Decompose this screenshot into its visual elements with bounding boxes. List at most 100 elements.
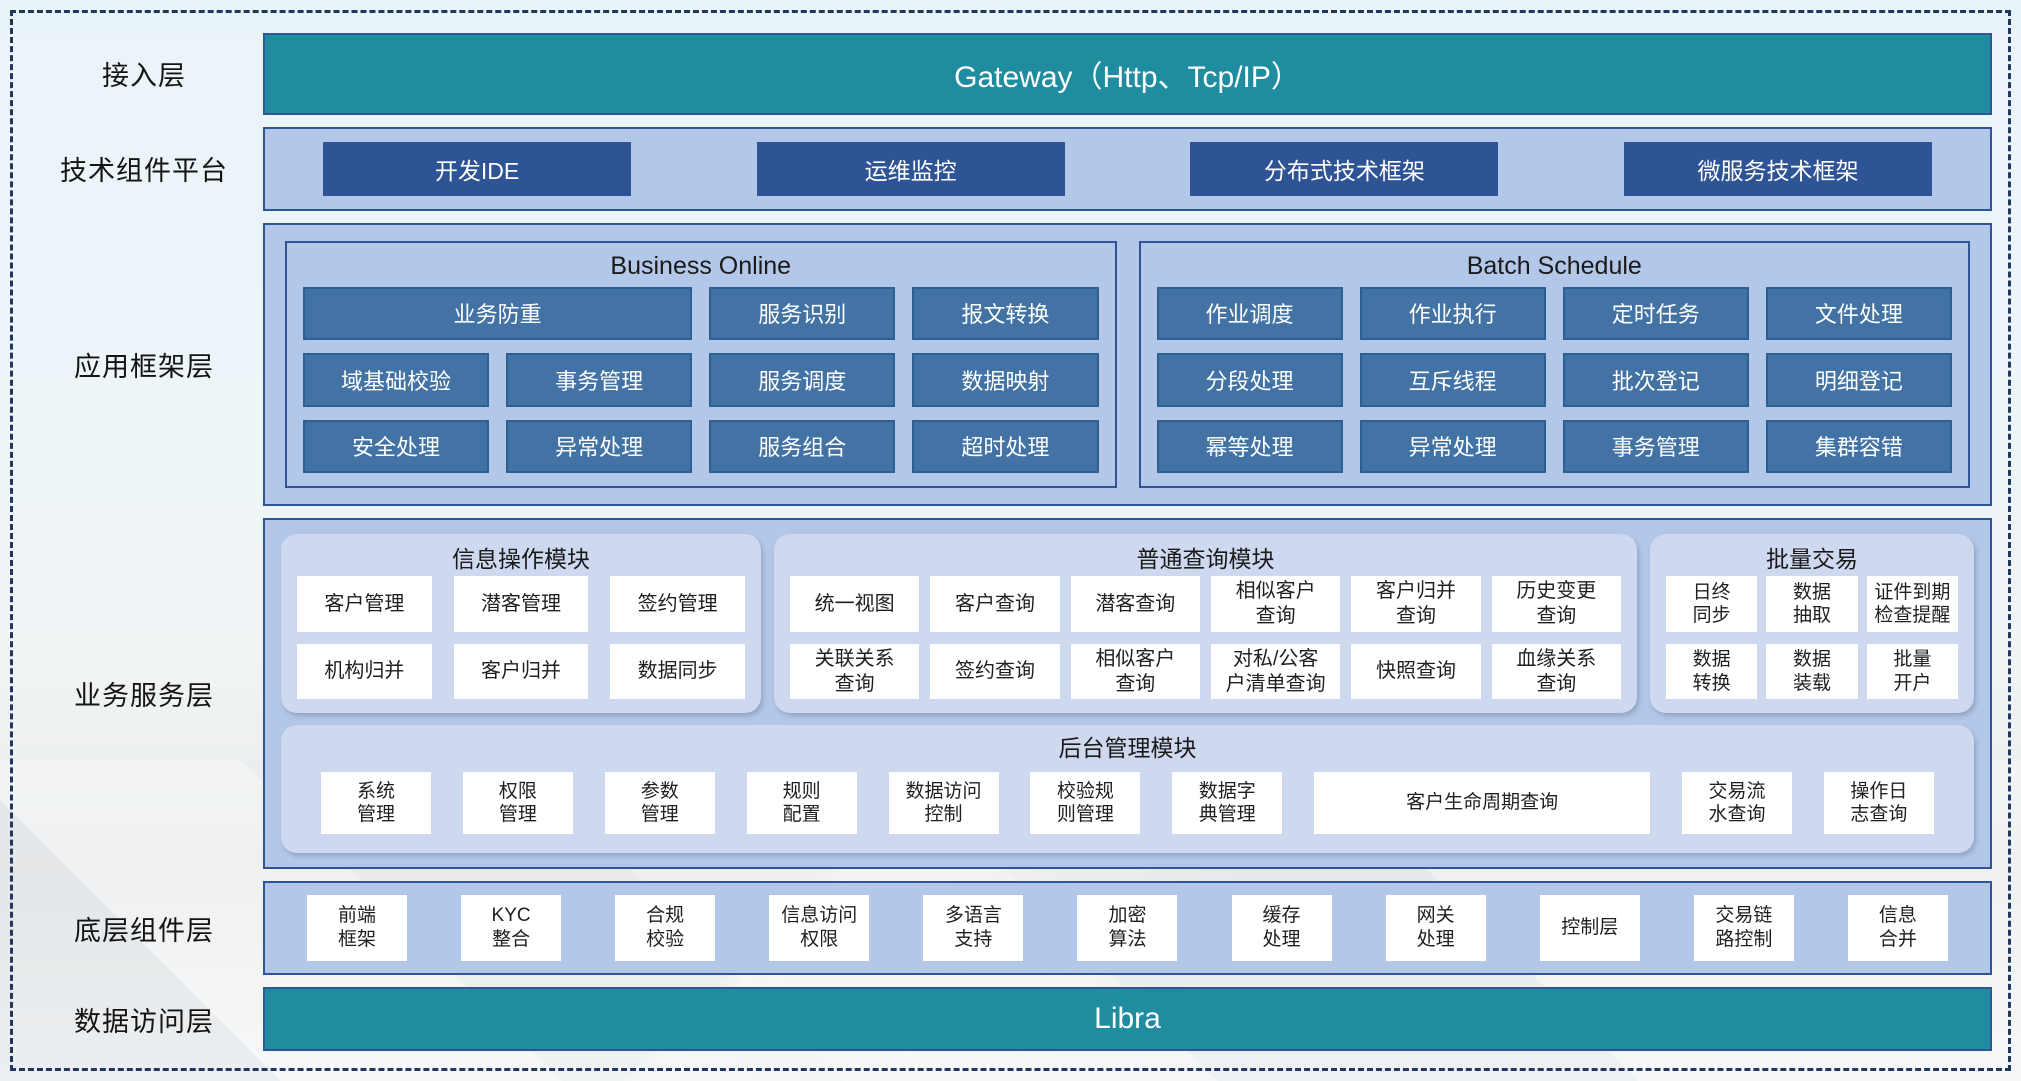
admin-box: 校验规 则管理	[1030, 772, 1141, 835]
admin-box: 规则 配置	[746, 772, 857, 835]
framework-box: 事务管理	[506, 353, 693, 407]
service-box: 潜客查询	[1070, 576, 1200, 632]
component-box: 缓存 处理	[1231, 895, 1332, 962]
layer-base-components: 底层组件层 前端 框架 KYC 整合 合规 校验 信息访问 权限 多语言 支持 …	[25, 881, 1992, 976]
framework-box: 作业调度	[1156, 286, 1343, 341]
panel-admin-module: 后台管理模块 系统 管理 权限 管理 参数 管理 规则 配置 数据访问 控制 校…	[281, 725, 1974, 854]
panel-batch-transactions: 批量交易 日终 同步 数据 抽取 证件到期 检查提醒 数据 转换 数据 装载 批…	[1650, 534, 1974, 714]
service-box: 客户查询	[930, 576, 1060, 632]
framework-box: 异常处理	[506, 419, 693, 474]
layer-label-business-service: 业务服务层	[74, 681, 214, 712]
service-box: 关联关系 查询	[790, 643, 920, 700]
panel-batch-transactions-title: 批量交易	[1766, 546, 1858, 573]
batch-schedule-grid: 作业调度 作业执行 定时任务 文件处理 分段处理 互斥线程 批次登记 明细登记 …	[1156, 286, 1952, 474]
service-box: 相似客户 查询	[1210, 576, 1341, 632]
service-box: 对私/公客 户清单查询	[1210, 643, 1341, 700]
business-service-top-row: 信息操作模块 客户管理 潜客管理 签约管理 机构归并 客户归并 数据同步	[281, 534, 1974, 714]
layer-label-data-access: 数据访问层	[74, 1006, 214, 1037]
framework-box: 业务防重	[303, 286, 693, 341]
tech-button-ops-monitoring: 运维监控	[756, 141, 1065, 196]
service-box: 签约查询	[930, 643, 1060, 700]
tech-button-microservice-framework: 微服务技术框架	[1623, 141, 1932, 196]
service-box: 数据 抽取	[1766, 576, 1858, 632]
service-box: 历史变更 查询	[1491, 576, 1621, 632]
layer-label-tech-platform: 技术组件平台	[60, 156, 228, 187]
panel-info-operations-title: 信息操作模块	[452, 546, 590, 573]
layer-app-framework: 应用框架层 Business Online 业务防重 服务识别 报文转换 域基础…	[25, 222, 1992, 507]
component-box: 信息 合并	[1847, 895, 1948, 962]
framework-box: 报文转换	[912, 286, 1099, 341]
service-box: 客户管理	[297, 576, 432, 632]
framework-box: 服务组合	[709, 419, 896, 474]
gateway-bar: Gateway（Http、Tcp/IP）	[263, 33, 1992, 115]
info-operations-grid: 客户管理 潜客管理 签约管理 机构归并 客户归并 数据同步	[297, 576, 745, 700]
component-box: KYC 整合	[461, 895, 562, 962]
component-box: 多语言 支持	[923, 895, 1024, 962]
service-box: 数据同步	[610, 643, 745, 700]
panel-batch-schedule-title: Batch Schedule	[1466, 252, 1642, 281]
service-box: 快照查询	[1351, 643, 1481, 700]
panel-info-operations: 信息操作模块 客户管理 潜客管理 签约管理 机构归并 客户归并 数据同步	[281, 534, 761, 714]
admin-box: 系统 管理	[321, 772, 431, 835]
service-box: 数据 装载	[1766, 643, 1858, 700]
framework-box: 异常处理	[1359, 419, 1546, 474]
framework-box: 数据映射	[912, 353, 1099, 407]
framework-box: 事务管理	[1562, 419, 1749, 474]
component-box: 合规 校验	[615, 895, 716, 962]
framework-box: 批次登记	[1562, 353, 1749, 407]
layer-business-service: 业务服务层 信息操作模块 客户管理 潜客管理 签约管理 机构归并	[25, 518, 1992, 870]
framework-box: 集群容错	[1765, 419, 1952, 474]
tech-platform-container: 开发IDE 运维监控 分布式技术框架 微服务技术框架	[263, 126, 1992, 211]
layer-tech-platform: 技术组件平台 开发IDE 运维监控 分布式技术框架 微服务技术框架	[25, 126, 1992, 211]
app-framework-container: Business Online 业务防重 服务识别 报文转换 域基础校验 事务管…	[263, 222, 1992, 507]
framework-box: 服务调度	[709, 353, 896, 407]
admin-box: 操作日 志查询	[1823, 772, 1934, 835]
component-box: 前端 框架	[307, 895, 407, 962]
layer-label-access: 接入层	[102, 61, 186, 92]
general-query-grid: 统一视图 客户查询 潜客查询 相似客户 查询 客户归并 查询 历史变更 查询 关…	[790, 576, 1621, 700]
service-box: 相似客户 查询	[1070, 643, 1200, 700]
framework-box: 域基础校验	[303, 353, 490, 407]
component-box: 控制层	[1539, 895, 1640, 962]
service-box: 客户归并 查询	[1351, 576, 1481, 632]
business-online-grid: 业务防重 服务识别 报文转换 域基础校验 事务管理 服务调度 数据映射 安全处理…	[303, 286, 1099, 474]
admin-box: 交易流 水查询	[1682, 772, 1792, 835]
framework-box: 安全处理	[303, 419, 490, 474]
admin-module-row: 系统 管理 权限 管理 参数 管理 规则 配置 数据访问 控制 校验规 则管理 …	[321, 765, 1934, 841]
component-box: 信息访问 权限	[769, 895, 870, 962]
framework-box: 明细登记	[1765, 353, 1952, 407]
framework-box: 服务识别	[709, 286, 896, 341]
service-box: 签约管理	[610, 576, 745, 632]
service-box: 数据 转换	[1666, 643, 1758, 700]
component-box: 交易链 路控制	[1693, 895, 1794, 962]
framework-box: 分段处理	[1156, 353, 1343, 407]
tech-button-distributed-framework: 分布式技术框架	[1190, 141, 1499, 196]
admin-box: 数据字 典管理	[1172, 772, 1283, 835]
service-box: 证件到期 检查提醒	[1866, 576, 1958, 632]
layer-label-base-components: 底层组件层	[74, 915, 214, 946]
service-box: 日终 同步	[1666, 576, 1758, 632]
service-box: 机构归并	[297, 643, 432, 700]
service-box: 血缘关系 查询	[1491, 643, 1621, 700]
framework-box: 定时任务	[1562, 286, 1749, 341]
layer-rows: 接入层 Gateway（Http、Tcp/IP） 技术组件平台 开发IDE 运维…	[25, 33, 1992, 1051]
panel-general-query: 普通查询模块 统一视图 客户查询 潜客查询 相似客户 查询 客户归并 查询 历史…	[774, 534, 1637, 714]
service-box: 批量 开户	[1866, 643, 1958, 700]
libra-bar: Libra	[263, 987, 1992, 1051]
component-box: 加密 算法	[1077, 895, 1178, 962]
framework-box: 互斥线程	[1359, 353, 1546, 407]
admin-box: 数据访问 控制	[888, 772, 999, 835]
batch-transactions-grid: 日终 同步 数据 抽取 证件到期 检查提醒 数据 转换 数据 装载 批量 开户	[1666, 576, 1958, 700]
framework-box: 文件处理	[1765, 286, 1952, 341]
framework-box: 幂等处理	[1156, 419, 1343, 474]
layer-access: 接入层 Gateway（Http、Tcp/IP）	[25, 33, 1992, 115]
panel-batch-schedule: Batch Schedule 作业调度 作业执行 定时任务 文件处理 分段处理 …	[1138, 240, 1970, 489]
layer-data-access: 数据访问层 Libra	[25, 987, 1992, 1051]
service-box: 统一视图	[790, 576, 920, 632]
framework-box: 作业执行	[1359, 286, 1546, 341]
component-box: 网关 处理	[1385, 895, 1486, 962]
service-box: 客户归并	[453, 643, 589, 700]
framework-box: 超时处理	[912, 419, 1099, 474]
business-service-container: 信息操作模块 客户管理 潜客管理 签约管理 机构归并 客户归并 数据同步	[263, 518, 1992, 870]
admin-box: 参数 管理	[604, 772, 715, 835]
